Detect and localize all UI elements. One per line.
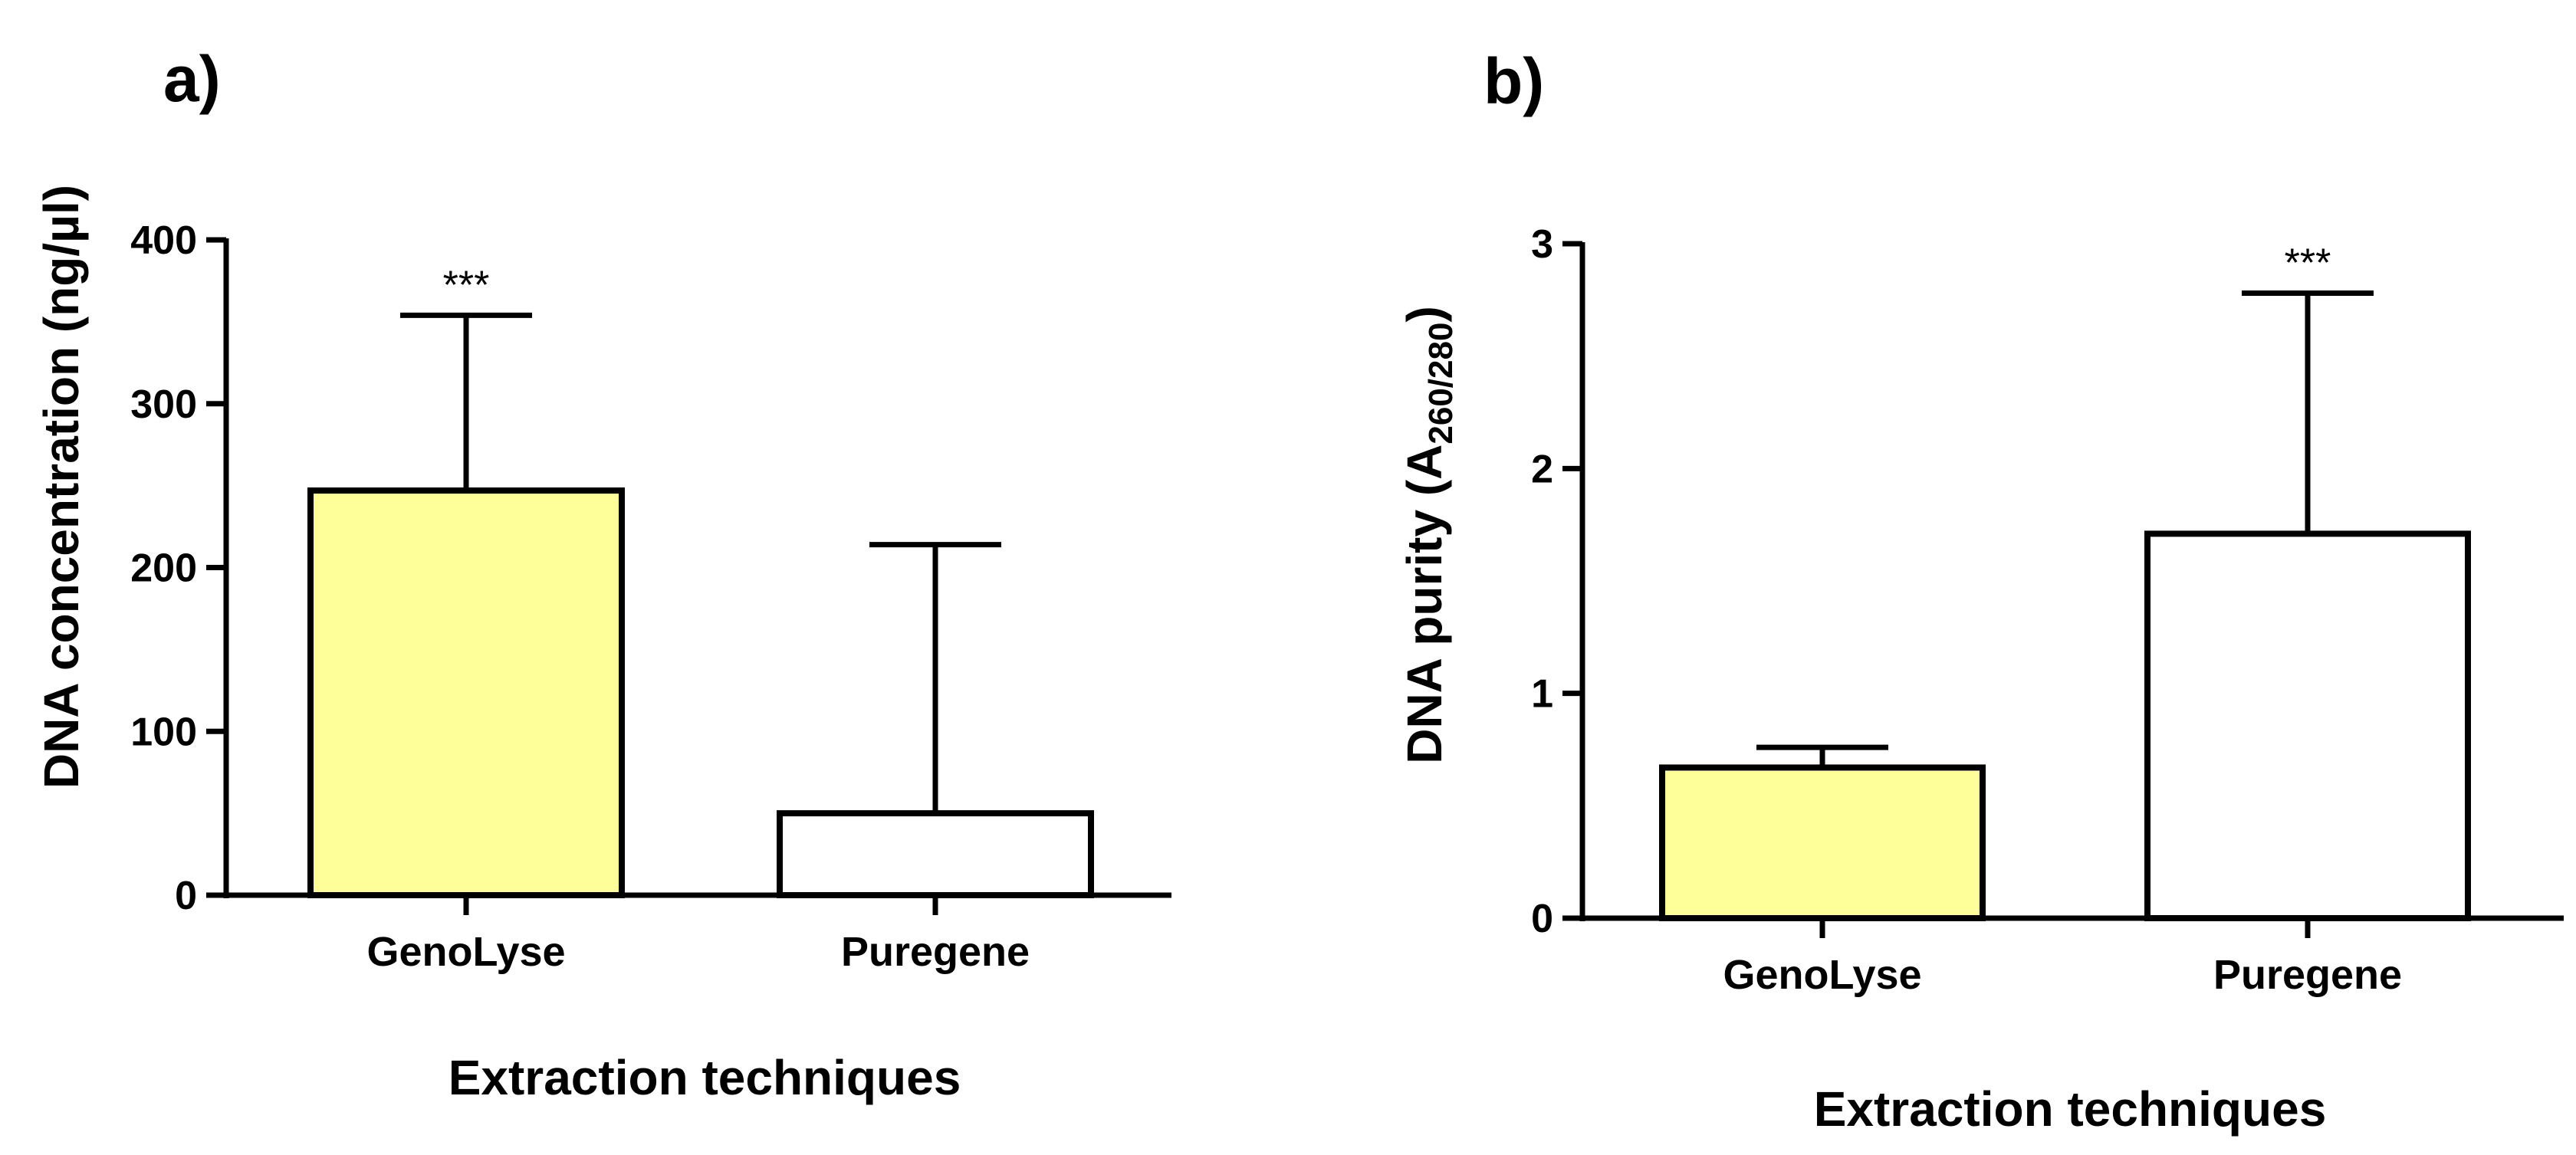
y-tick-label-b-2: 2 bbox=[1531, 447, 1553, 491]
chart-panel-a: a) DNA concentration (ng/µl) Extraction … bbox=[34, 43, 1171, 1105]
x-tick-label-b-puregene: Puregene bbox=[2213, 952, 2402, 998]
x-axis-title-b: Extraction techniques bbox=[1814, 1081, 2327, 1137]
y-tick-label-a-0: 0 bbox=[175, 874, 197, 918]
y-axis-title-b-suffix: ) bbox=[1397, 306, 1452, 322]
y-tick-label-b-0: 0 bbox=[1531, 897, 1553, 941]
x-axis-title-a: Extraction techniques bbox=[449, 1050, 961, 1105]
y-tick-label-a-4: 400 bbox=[130, 218, 197, 263]
y-tick-label-a-1: 100 bbox=[130, 710, 197, 754]
bar-a-puregene bbox=[777, 810, 1094, 898]
y-tick-label-a-3: 300 bbox=[130, 382, 197, 427]
y-tick-label-b-1: 1 bbox=[1531, 672, 1553, 717]
chart-panel-b: b) DNA purity (A260/280) Extraction tech… bbox=[1397, 45, 2564, 1137]
y-axis-title-b-main: DNA purity (A bbox=[1397, 445, 1452, 764]
y-tick-label-a-2: 200 bbox=[130, 546, 197, 591]
panel-label-a: a) bbox=[163, 43, 221, 115]
bar-b-puregene bbox=[2144, 530, 2471, 922]
y-axis-title-b-subscript: 260/280 bbox=[1422, 323, 1460, 445]
y-tick-label-b-3: 3 bbox=[1531, 222, 1553, 267]
panel-label-b: b) bbox=[1484, 45, 1544, 117]
significance-label-b-2: *** bbox=[2285, 241, 2331, 286]
x-tick-label-b-genolyse: GenoLyse bbox=[1723, 952, 1921, 998]
y-axis-title-a: DNA concentration (ng/µl) bbox=[34, 185, 89, 789]
significance-label-a-1: *** bbox=[443, 263, 490, 307]
bar-a-genolyse bbox=[307, 487, 625, 898]
y-axis-title-b: DNA purity (A260/280) bbox=[1397, 306, 1460, 764]
x-tick-label-a-genolyse: GenoLyse bbox=[366, 929, 565, 975]
x-tick-label-a-puregene: Puregene bbox=[841, 929, 1030, 975]
bar-b-genolyse bbox=[1659, 764, 1986, 922]
